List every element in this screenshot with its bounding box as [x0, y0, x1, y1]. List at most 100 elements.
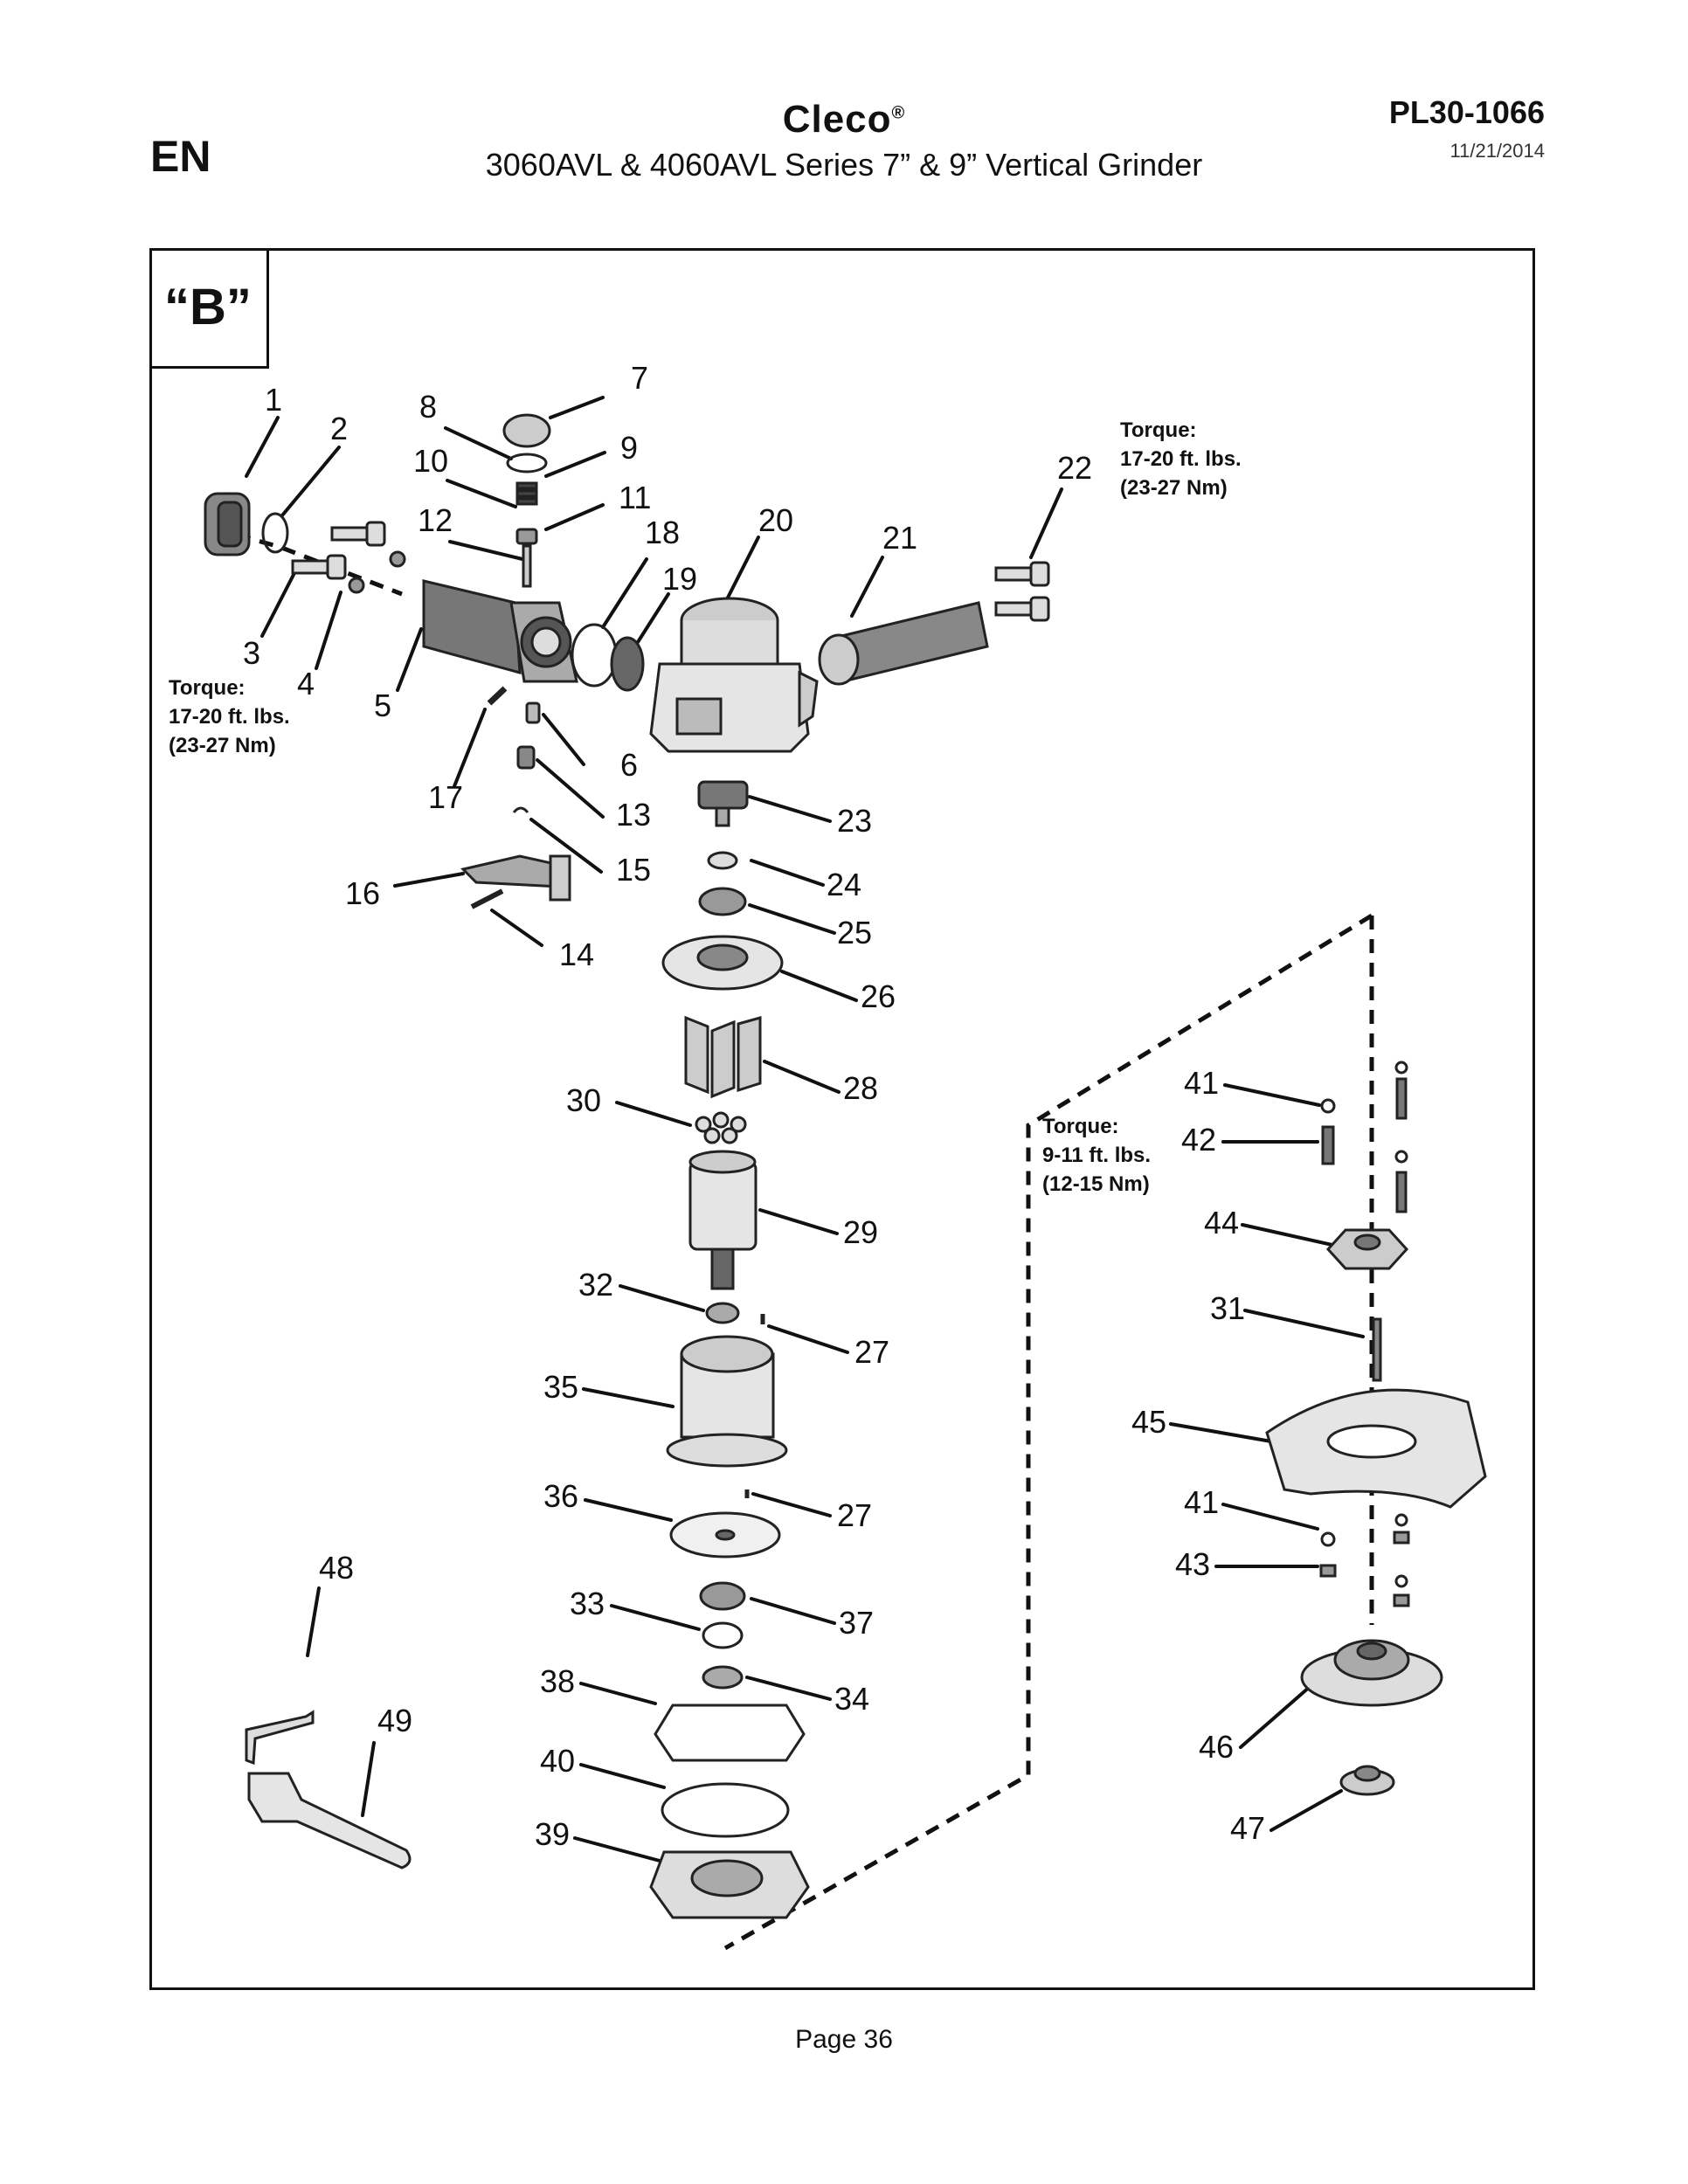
leader-line [748, 795, 832, 823]
clip-part [516, 745, 536, 770]
callout-20: 20 [758, 502, 793, 538]
hex-nut-small-part [1319, 1564, 1337, 1578]
callout-1: 1 [265, 382, 282, 418]
brand-title: Cleco® [0, 98, 1688, 142]
leader-line [751, 1492, 832, 1517]
torque-metric: (23-27 Nm) [1120, 476, 1228, 500]
end-plate-part [661, 935, 784, 991]
side-handle-part [818, 601, 989, 686]
language-label: EN [150, 132, 211, 181]
leader-line [1241, 1223, 1334, 1247]
callout-42: 42 [1181, 1122, 1216, 1158]
leader-line [615, 1101, 692, 1127]
gasket-ring-part [571, 623, 618, 688]
callout-9: 9 [620, 430, 638, 466]
leader-line [745, 1676, 832, 1701]
callout-19: 19 [662, 561, 697, 597]
screw-part [291, 521, 386, 580]
front-bearing-part [698, 887, 747, 916]
callout-15: 15 [616, 852, 651, 888]
leader-line [361, 1741, 376, 1817]
spanner-wrench-part [247, 1772, 412, 1870]
rear-bearing-part [705, 1302, 740, 1324]
governor-part [697, 780, 749, 827]
leader-line [758, 1208, 839, 1235]
leader-line [490, 909, 543, 947]
lock-nut-part [1320, 1098, 1336, 1114]
large-oring-part [661, 1782, 790, 1838]
callout-21: 21 [882, 520, 917, 556]
valve-stem-part [522, 544, 532, 588]
leader-line [544, 451, 606, 478]
callout-37: 37 [839, 1605, 874, 1641]
callout-41a: 41 [1184, 1065, 1219, 1101]
leader-line [393, 872, 465, 888]
leader-line [1029, 487, 1063, 559]
leader-line [636, 592, 670, 644]
torque-metric: (23-27 Nm) [169, 734, 276, 757]
torque-note-inlet: Torque: 17-20 ft. lbs. (23-27 Nm) [169, 676, 290, 757]
torque-metric: (12-15 Nm) [1042, 1172, 1150, 1196]
backing-flange-part [1300, 1639, 1443, 1707]
plunger-part [525, 702, 541, 724]
torque-label: Torque: [1042, 1115, 1119, 1138]
leader-line [446, 479, 517, 508]
leader-line [1269, 1789, 1343, 1832]
callout-27b: 27 [837, 1497, 872, 1533]
wheel-guard-part [1265, 1388, 1487, 1509]
leader-line [750, 859, 825, 887]
spindle-housing-part [649, 1850, 810, 1919]
leader-line [723, 536, 760, 605]
leader-line [579, 1682, 657, 1705]
cap-part [502, 413, 551, 448]
torque-value: 9-11 ft. lbs. [1042, 1144, 1151, 1167]
spacer-part [707, 851, 738, 870]
section-label: “B” [149, 248, 269, 369]
leader-line [610, 1604, 701, 1631]
callout-39: 39 [535, 1816, 570, 1852]
leader-line [748, 903, 836, 935]
leader-line [260, 566, 299, 638]
callout-35: 35 [543, 1369, 578, 1405]
flange-nut-part [1339, 1765, 1395, 1796]
leader-line [544, 503, 605, 531]
leader-line [396, 627, 423, 692]
document-date: 11/21/2014 [1449, 140, 1545, 162]
leader-line [780, 970, 858, 1002]
hex-nut-part [1325, 1228, 1409, 1270]
callout-3: 3 [243, 635, 260, 671]
leader-line [584, 1498, 673, 1522]
registered-mark: ® [891, 103, 906, 123]
leader-line [280, 446, 341, 517]
spindle-bolt-part [1372, 1317, 1382, 1382]
callout-36: 36 [543, 1478, 578, 1514]
spare-nut-part [1393, 1513, 1410, 1607]
torque-note-handle: Torque: 17-20 ft. lbs. (23-27 Nm) [1120, 418, 1242, 500]
roll-pin-part [487, 686, 508, 706]
guard-stud-part [1321, 1125, 1335, 1165]
callout-28: 28 [843, 1070, 878, 1106]
leader-line [536, 758, 605, 819]
leader-line [245, 416, 280, 478]
valve-seat-part [515, 528, 538, 545]
leader-lines [245, 396, 1365, 1863]
callout-26: 26 [861, 978, 896, 1014]
callout-16: 16 [345, 875, 380, 911]
leader-line [750, 1597, 836, 1625]
callout-17: 17 [428, 779, 463, 815]
callout-24: 24 [827, 867, 861, 902]
diagram-frame [149, 248, 1535, 1990]
hex-key-part [245, 1710, 315, 1766]
rotor-pin-part [695, 1111, 747, 1144]
leader-line [453, 708, 487, 788]
leader-line [767, 1324, 849, 1354]
leader-line [619, 1284, 705, 1312]
callout-7: 7 [631, 360, 648, 396]
callout-45: 45 [1131, 1404, 1166, 1440]
document-number: PL30-1066 [1388, 94, 1545, 130]
leader-line [448, 540, 524, 561]
callout-13: 13 [616, 797, 651, 833]
torque-value: 17-20 ft. lbs. [169, 705, 290, 729]
leader-line [549, 396, 605, 419]
